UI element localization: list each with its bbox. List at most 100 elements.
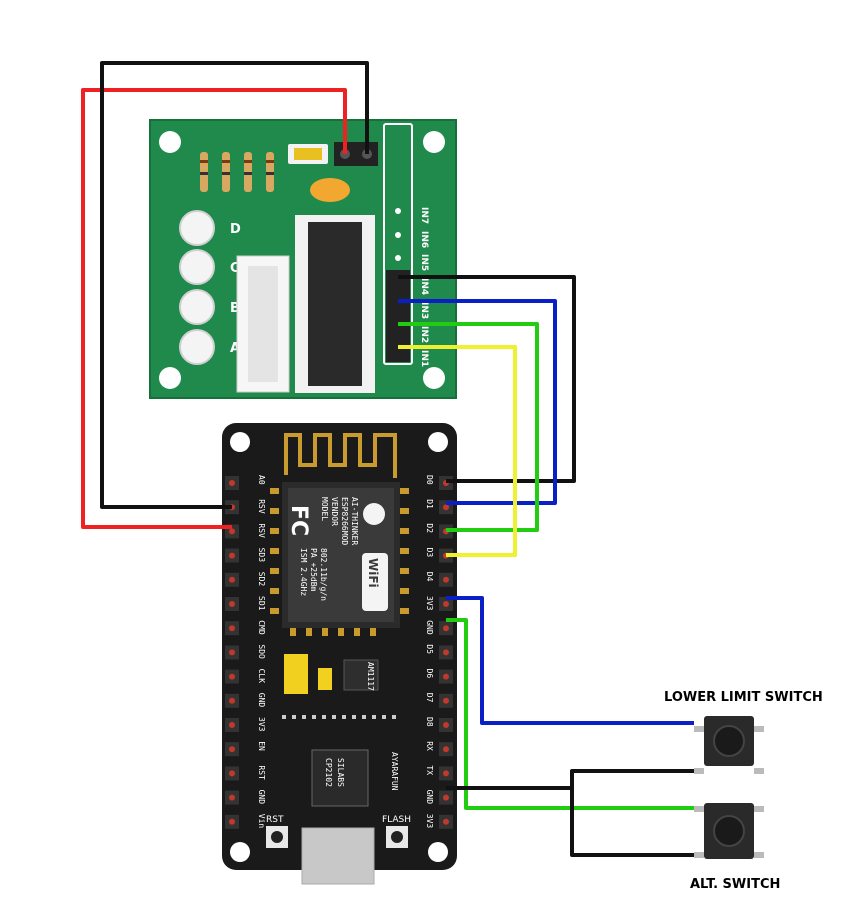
mounting-hole [423,131,445,153]
right-pin-hole [443,625,449,632]
wifi-logo-icon [362,553,388,611]
push-button-icon [713,815,745,847]
mounting-hole [428,432,448,452]
left-pin-hole [229,818,235,825]
mounting-hole [159,367,181,389]
wifi-mark: WiFi [366,558,380,588]
led-a-icon [179,329,215,365]
left-pin-hole [229,480,235,486]
led-d-icon [179,210,215,246]
right-pin-label: D3 [425,548,434,558]
mounting-hole [230,432,250,452]
small-capacitor [318,668,332,690]
left-pin-hole [229,697,235,704]
led-indicators [179,210,215,365]
right-pin-label: D1 [425,499,434,509]
module-pads [270,488,409,636]
alt-switch-label: ALT. SWITCH [690,877,780,892]
left-pin-label: A0 [257,475,266,485]
left-pin-hole [229,552,235,559]
left-pin-label: RSV [257,499,266,514]
cp2102-chip [311,749,369,807]
right-pin-hole [443,818,449,825]
right-pin-hole [443,601,449,607]
led-label-b: B [230,301,240,316]
in4-label: IN4 [419,278,429,295]
left-pin-hole [229,770,235,777]
right-pin-hole [443,673,449,680]
right-pin-hole [443,649,449,656]
espressif-logo-icon [363,503,385,525]
right-pin-label: D4 [425,572,434,582]
left-pin-hole [229,746,235,753]
right-pin-label: D6 [425,669,434,679]
module-line: VENDOR [330,497,339,526]
module-line: ISM 2.4GHz [299,548,308,596]
right-pin-hole [443,576,449,583]
uln2003-chip [308,222,362,386]
wire-yellow-in1 [398,345,517,557]
left-pin-hole [229,673,235,680]
right-pin-label: 3V3 [425,596,434,611]
left-pin-label: SDO [257,644,266,659]
in2-label: IN2 [419,326,429,343]
right-pin-label: GND [425,620,434,635]
in6-label: IN6 [419,231,429,248]
in3-label: IN3 [419,302,429,319]
left-pin-hole [229,625,235,632]
lower-limit-switch [694,716,764,774]
module-line: 802.11b/g/n [319,548,328,601]
right-pin-label: TX [425,765,434,775]
module-text-lines: MODEL VENDOR ESP8266MOD AI-THINKER ISM 2… [299,497,359,601]
left-pin-label: CMD [257,620,266,635]
smd-pad-row [282,715,396,719]
left-pin-label: CLK [257,669,266,684]
mounting-hole [423,367,445,389]
left-pin-label: RSV [257,523,266,538]
wire-green-alt-switch [446,618,694,810]
flash-label: FLASH [382,815,411,825]
left-pin-label: SD1 [257,596,266,611]
stepper-driver-board: D C B A IN7 IN6 IN5 IN4 IN3 IN2 IN1 [149,119,457,399]
in7-label: IN7 [419,207,429,224]
lower-limit-switch-label: LOWER LIMIT SWITCH [664,690,823,705]
tantalum-capacitor [284,654,308,694]
resistors [200,152,274,192]
micro-usb-port [301,827,375,885]
left-pin-hole [229,649,235,656]
right-pin-hole [443,770,449,777]
voltage-regulator [343,659,379,691]
left-pin-hole [229,794,235,801]
chip-line: SILABS [336,758,345,787]
left-pin-label: SD2 [257,572,266,587]
wire-black-gnd-alt [570,771,694,857]
led-label-d: D [230,222,241,237]
right-pin-label: D2 [425,523,434,533]
module-line: PA +25dBm [309,548,318,592]
right-pin-label: D0 [425,475,434,485]
left-pin-label: SD3 [257,548,266,563]
led-label-a: A [230,341,240,356]
right-pin-label: GND [425,790,434,805]
brand-label: AYARAFUN [390,752,399,791]
led-b-icon [179,289,215,325]
left-pin-header: A0RSVRSVSD3SD2SD1CMDSDOCLKGND3V3ENRSTGND… [225,475,266,829]
capacitor [310,178,350,202]
wire-blue-lower-switch [446,596,694,725]
right-pin-label: D7 [425,693,434,703]
module-line: AI-THINKER [350,497,359,545]
wire-green-in2 [398,322,539,532]
in5-label: IN5 [419,254,429,271]
left-pin-label: 3V3 [257,717,266,732]
mounting-hole [230,842,250,862]
wifi-antenna-trace [284,433,397,478]
left-pin-label: EN [257,741,266,751]
led-label-c: C [230,261,240,276]
right-pin-label: D5 [425,644,434,654]
left-pin-label: GND [257,693,266,708]
right-pin-label: 3V3 [425,814,434,829]
left-pin-label: RST [257,765,266,780]
rst-label: RST [266,815,284,825]
right-pin-hole [443,746,449,753]
